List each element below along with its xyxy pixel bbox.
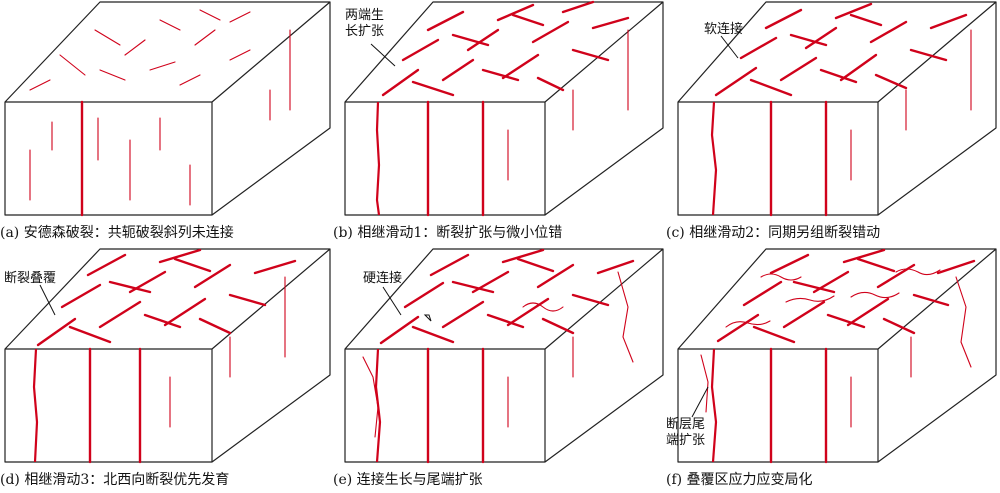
block-diagram-c: [677, 1, 997, 217]
label-f: 断层尾 端扩张: [666, 417, 705, 449]
caption-d: (d) 相继滑动3：北西向断裂优先发育: [0, 472, 230, 488]
fracture-set-c: [710, 2, 972, 217]
arrow-marker-e: [423, 314, 432, 322]
panel-b: 两端生 长扩张 (b) 相继滑动1：断裂扩张与微小位错: [333, 0, 666, 246]
caption-b: (b) 相继滑动1：断裂扩张与微小位错: [333, 225, 563, 241]
panel-e: 硬连接 (e) 连接生长与尾端扩张: [333, 247, 666, 493]
panel-d: 断裂叠覆 (d) 相继滑动3：北西向断裂优先发育: [0, 247, 333, 493]
label-e: 硬连接: [363, 271, 403, 286]
leader-e: [382, 286, 402, 316]
panel-f: 断层尾 端扩张 (f) 叠覆区应力应变局化: [666, 247, 999, 493]
fracture-set-a: [29, 9, 291, 217]
leader-d: [39, 284, 56, 316]
caption-f: (f) 叠覆区应力应变局化: [666, 472, 813, 488]
caption-c: (c) 相继滑动2：同期另组断裂错动: [666, 225, 881, 241]
panel-a: (a) 安德森破裂：共轭破裂斜列未连接: [0, 0, 333, 246]
leader-b: [370, 43, 396, 67]
fracture-set-b: [375, 0, 630, 217]
block-diagram-f: [677, 248, 997, 464]
label-b: 两端生 长扩张: [345, 8, 384, 40]
fracture-set-e: [362, 248, 635, 464]
fracture-set-f: [700, 248, 976, 464]
leader-f: [691, 386, 709, 418]
label-f-line2: 端扩张: [666, 433, 706, 448]
panel-c: 软连接 (c) 相继滑动2：同期另组断裂错动: [666, 0, 999, 246]
block-diagram-b: [344, 0, 664, 217]
label-d: 断裂叠覆: [4, 271, 57, 286]
block-diagram-e: [344, 248, 664, 464]
block-diagram-d: [4, 248, 331, 464]
fracture-set-d: [32, 248, 297, 464]
label-f-line1: 断层尾: [666, 417, 706, 432]
caption-e: (e) 连接生长与尾端扩张: [333, 472, 483, 488]
label-b-line1: 两端生: [345, 8, 385, 23]
block-diagram-a: [4, 1, 331, 217]
leader-c: [720, 35, 739, 59]
label-b-line2: 长扩张: [345, 24, 385, 39]
caption-a: (a) 安德森破裂：共轭破裂斜列未连接: [0, 225, 234, 241]
label-c: 软连接: [704, 22, 744, 37]
